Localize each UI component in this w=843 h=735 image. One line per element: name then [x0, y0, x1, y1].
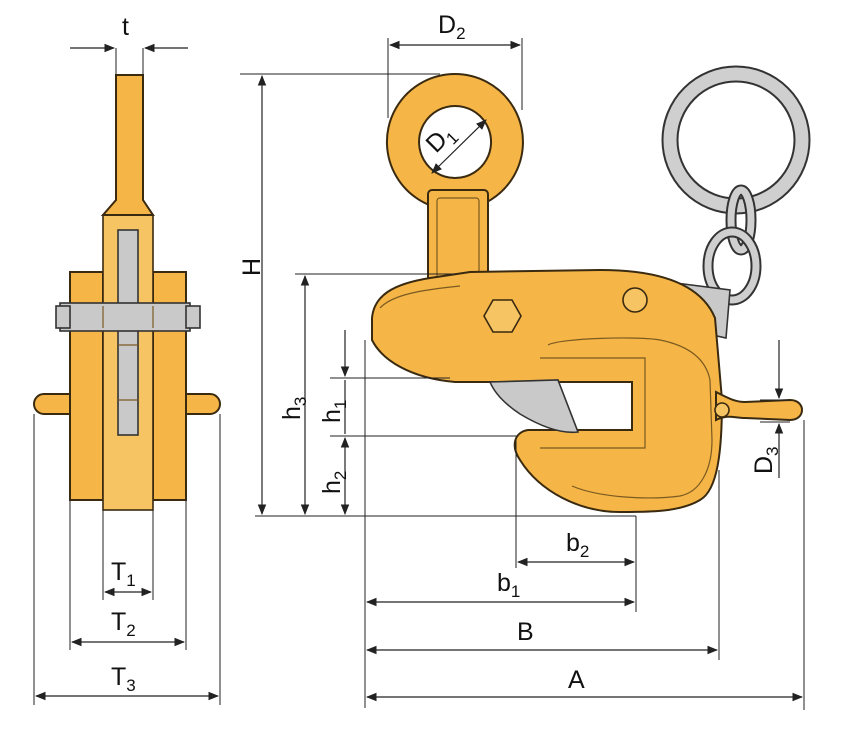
front-cam: [488, 379, 580, 434]
front-view: [371, 65, 811, 514]
label-h: H: [238, 258, 266, 276]
front-dimensions: D2 D1 H h3 h1 h2 D3: [238, 11, 805, 710]
label-h3: h3: [278, 397, 310, 420]
label-b: B: [517, 618, 534, 646]
label-b2: b2: [566, 529, 589, 561]
label-b1: b1: [497, 569, 520, 601]
side-view: [33, 74, 221, 511]
side-shackle-plate: [100, 74, 155, 216]
front-handle: [715, 390, 803, 422]
label-d2: D2: [438, 11, 466, 43]
clamp-body: [371, 268, 724, 514]
label-t2: T2: [111, 608, 136, 640]
label-h1: h1: [318, 400, 350, 423]
label-h2: h2: [318, 471, 350, 494]
label-t: t: [122, 13, 129, 41]
label-t3: T3: [111, 663, 136, 695]
pivot-pin: [622, 287, 648, 313]
side-dimensions: t T1 T2 T3: [33, 13, 221, 705]
label-d1: D1: [420, 119, 462, 161]
hex-bolt: [483, 299, 522, 333]
label-d3: D3: [750, 446, 782, 474]
label-t1: T1: [111, 558, 136, 590]
label-a: A: [568, 666, 585, 694]
side-bolt: [59, 302, 191, 332]
side-cam: [117, 229, 139, 436]
